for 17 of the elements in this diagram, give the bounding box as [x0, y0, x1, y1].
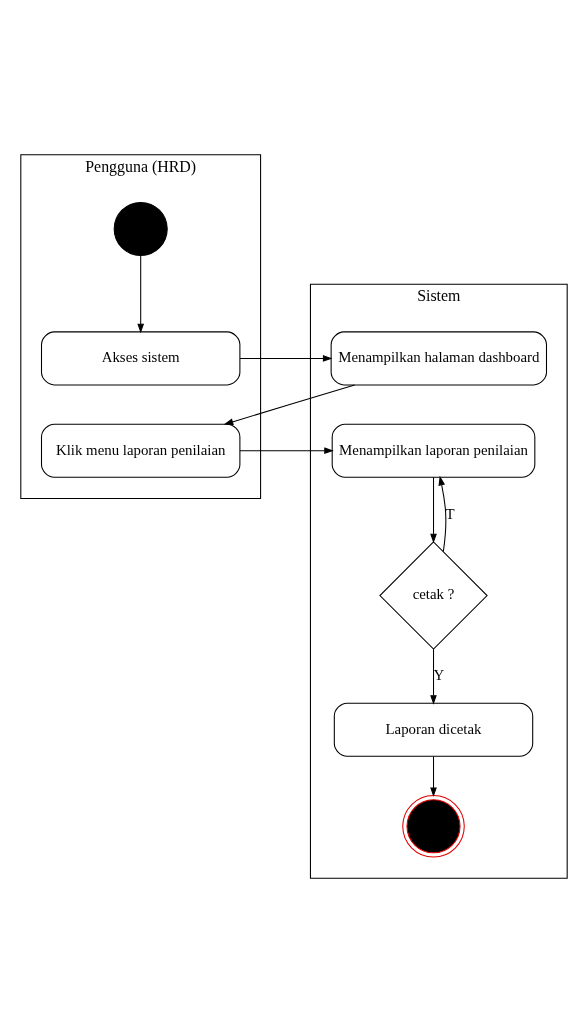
arrow [239, 446, 334, 454]
node-box: Menampilkan laporan penilaian [331, 423, 536, 478]
arrow [430, 755, 437, 797]
arrow [430, 648, 437, 705]
arrow [137, 254, 145, 333]
node-diamond: cetak ? [379, 540, 488, 650]
node-box: Klik menu laporan penilaian [40, 423, 241, 478]
arrow [223, 383, 356, 425]
arrow [239, 354, 333, 362]
arrow [430, 476, 437, 543]
node-box: Akses sistem [40, 330, 241, 385]
node-box: Menampilkan halaman dashboard [330, 330, 548, 385]
node-circle [402, 794, 465, 858]
node-circle [113, 201, 168, 256]
node-box: Laporan dicetak [333, 702, 534, 757]
edge-label: Y [433, 666, 445, 683]
arrow [438, 475, 447, 552]
